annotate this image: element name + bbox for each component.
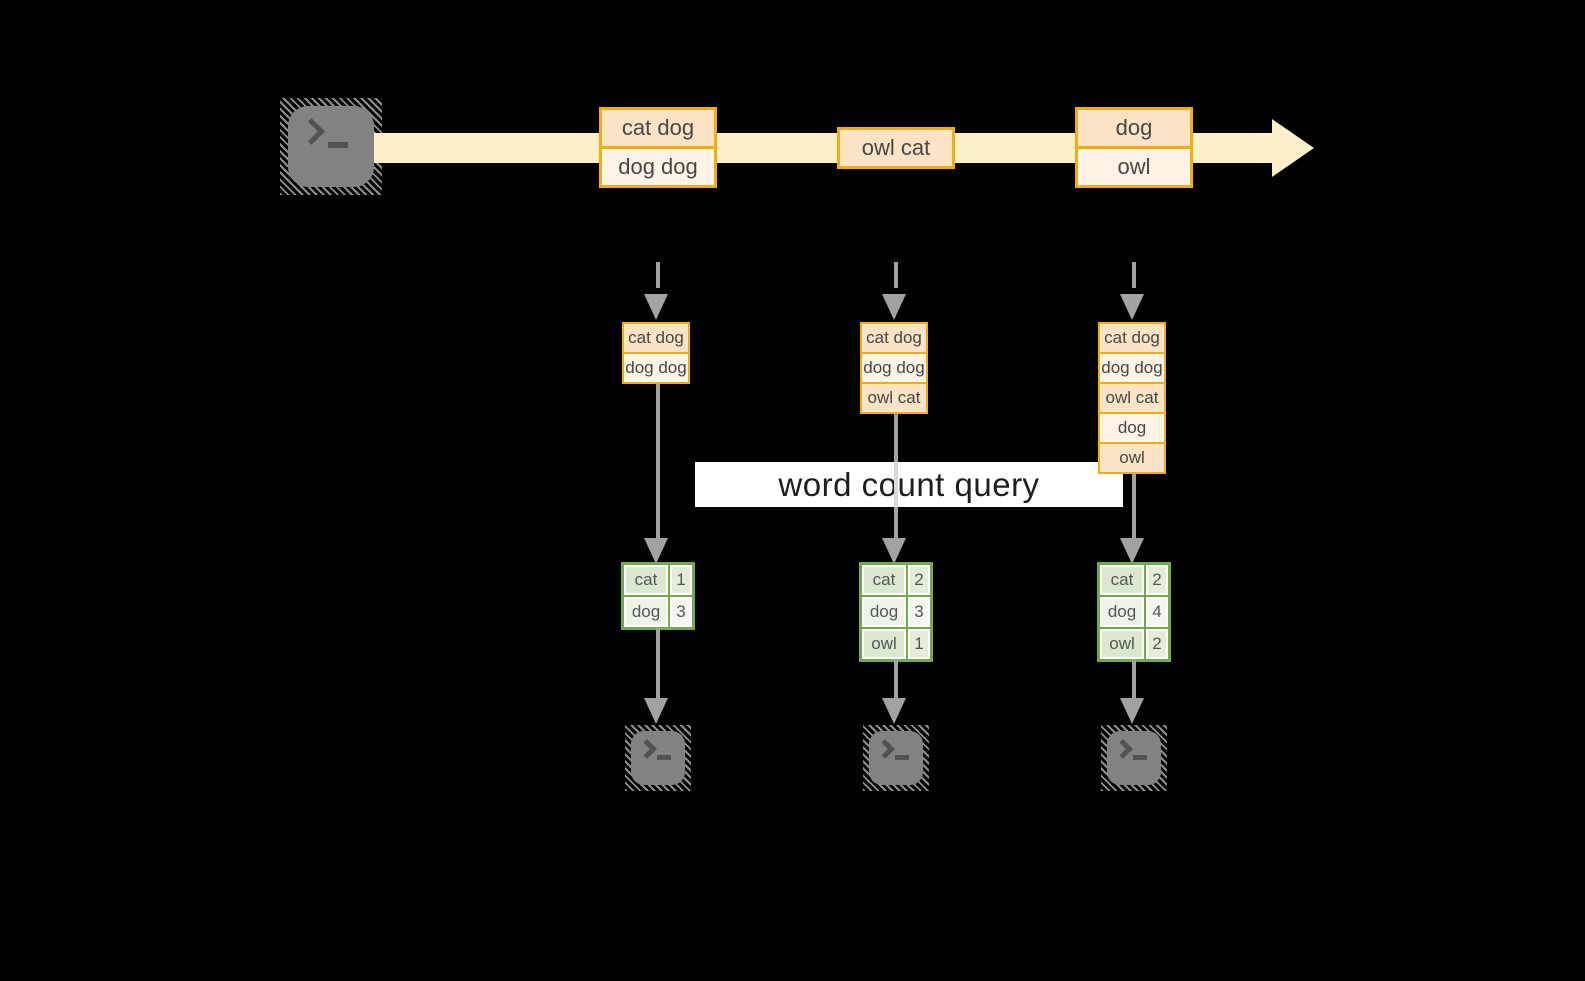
stream-event-box: cat dog dog dog	[599, 107, 717, 188]
batch-row: dog dog	[860, 352, 928, 384]
table-to-sink-arrow-head-icon	[882, 698, 906, 724]
batch-row: dog	[1098, 412, 1166, 444]
word-cell: owl	[862, 629, 906, 659]
terminal-prompt-chevron-icon	[1113, 739, 1133, 759]
word-cell: dog	[624, 597, 668, 627]
sink-terminal-icon	[1101, 725, 1167, 791]
terminal-prompt-chevron-icon	[298, 118, 325, 145]
count-cell: 1	[908, 629, 930, 659]
word-count-table: cat 2 dog 3 owl 1	[859, 562, 933, 662]
batch-row: cat dog	[860, 322, 928, 354]
count-cell: 3	[670, 597, 692, 627]
dashed-arrow-head-icon	[644, 294, 668, 320]
batch-row: cat dog	[622, 322, 690, 354]
stream-event-row: owl	[1078, 146, 1190, 185]
batch-row: owl cat	[1098, 382, 1166, 414]
arrow-through-label	[894, 462, 898, 507]
stream-event-row: dog	[1078, 110, 1190, 146]
batch-to-table-arrow-line	[1132, 472, 1136, 540]
sink-terminal-icon	[863, 725, 929, 791]
terminal-body	[869, 731, 923, 785]
micro-batch-stack: cat dog dog dog owl cat	[860, 322, 928, 414]
stream-arrow-head-icon	[1272, 119, 1314, 177]
batch-row: cat dog	[1098, 322, 1166, 354]
count-cell: 4	[1146, 597, 1168, 627]
batch-to-table-arrow-head-icon	[644, 538, 668, 564]
word-cell: owl	[1100, 629, 1144, 659]
batch-row: owl	[1098, 442, 1166, 474]
table-to-sink-arrow-line	[1132, 660, 1136, 700]
terminal-prompt-cursor-icon	[328, 142, 348, 148]
source-terminal-icon	[280, 98, 382, 195]
terminal-prompt-chevron-icon	[637, 739, 657, 759]
terminal-prompt-cursor-icon	[657, 755, 671, 760]
batch-to-table-arrow-line	[656, 382, 660, 540]
terminal-body	[631, 731, 685, 785]
batch-to-table-arrow-head-icon	[1120, 538, 1144, 564]
terminal-prompt-cursor-icon	[895, 755, 909, 760]
dashed-arrow-head-icon	[1120, 294, 1144, 320]
sink-terminal-icon	[625, 725, 691, 791]
batch-row: owl cat	[860, 382, 928, 414]
micro-batch-stack: cat dog dog dog owl cat dog owl	[1098, 322, 1166, 474]
batch-row: dog dog	[622, 352, 690, 384]
count-cell: 2	[1146, 629, 1168, 659]
query-label-box: word count query	[695, 462, 1123, 507]
dashed-arrow-segment	[1132, 262, 1136, 288]
table-to-sink-arrow-line	[656, 628, 660, 700]
word-cell: dog	[862, 597, 906, 627]
terminal-body	[288, 106, 374, 187]
terminal-prompt-cursor-icon	[1133, 755, 1147, 760]
word-cell: cat	[624, 565, 668, 595]
word-cell: dog	[1100, 597, 1144, 627]
stream-event-box: dog owl	[1075, 107, 1193, 188]
micro-batch-stack: cat dog dog dog	[622, 322, 690, 384]
table-to-sink-arrow-head-icon	[1120, 698, 1144, 724]
stream-event-row: cat dog	[602, 110, 714, 146]
batch-row: dog dog	[1098, 352, 1166, 384]
stream-event-row: dog dog	[602, 146, 714, 185]
table-to-sink-arrow-line	[894, 660, 898, 700]
count-cell: 2	[908, 565, 930, 595]
dashed-arrow-head-icon	[882, 294, 906, 320]
word-count-table: cat 2 dog 4 owl 2	[1097, 562, 1171, 662]
count-cell: 1	[670, 565, 692, 595]
count-cell: 3	[908, 597, 930, 627]
word-count-table: cat 1 dog 3	[621, 562, 695, 630]
stream-event-row: owl cat	[840, 130, 952, 166]
count-cell: 2	[1146, 565, 1168, 595]
batch-to-table-arrow-head-icon	[882, 538, 906, 564]
word-cell: cat	[862, 565, 906, 595]
table-to-sink-arrow-head-icon	[644, 698, 668, 724]
word-cell: cat	[1100, 565, 1144, 595]
terminal-body	[1107, 731, 1161, 785]
dashed-arrow-segment	[656, 262, 660, 288]
stream-event-box: owl cat	[837, 127, 955, 169]
terminal-prompt-chevron-icon	[875, 739, 895, 759]
dashed-arrow-segment	[894, 262, 898, 288]
query-label: word count query	[778, 465, 1040, 503]
